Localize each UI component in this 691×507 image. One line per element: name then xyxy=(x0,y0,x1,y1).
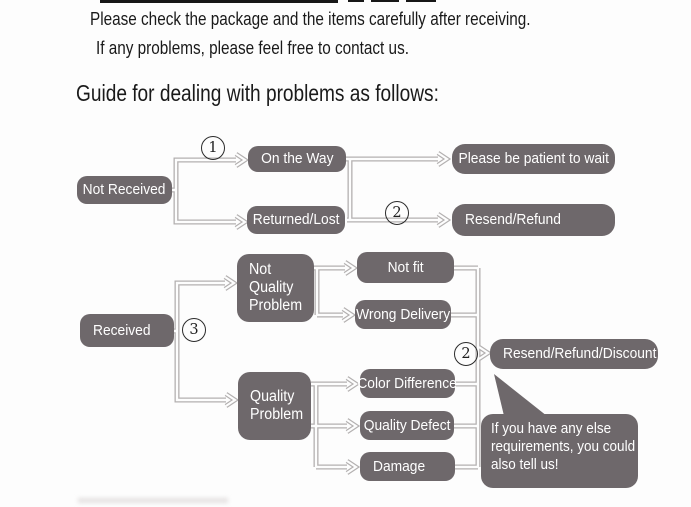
header-line-1: Please check the package and the items c… xyxy=(90,9,531,29)
node-label: Damage xyxy=(373,457,426,475)
node-label: Not xyxy=(249,260,272,278)
node-label: Please be patient to wait xyxy=(458,150,609,168)
cropped-text-artifact xyxy=(371,0,399,2)
section-title: Guide for dealing with problems as follo… xyxy=(76,80,439,106)
cropped-text-artifact xyxy=(78,498,228,503)
node-not-received: Not Received xyxy=(77,176,172,204)
cropped-text-artifact xyxy=(348,0,364,2)
node-label: Resend/Refund xyxy=(465,211,561,229)
node-label: Returned/Lost xyxy=(252,211,340,229)
step-number-3-badge: 3 xyxy=(182,318,206,342)
node-wrong-delivery: Wrong Delivery xyxy=(355,300,451,329)
node-returned-lost: Returned/Lost xyxy=(247,206,345,234)
arrowheads-inner xyxy=(224,152,490,474)
step-number-2-badge: 2 xyxy=(385,201,409,225)
node-label: Not Received xyxy=(83,181,166,199)
speech-bubble: If you have any else requirements, you c… xyxy=(481,414,638,488)
node-label: Received xyxy=(93,321,151,339)
node-label: Wrong Delivery xyxy=(355,305,451,323)
node-not-fit: Not fit xyxy=(357,252,454,283)
node-not-quality-problem: Not Quality Problem xyxy=(237,254,314,322)
cropped-text-artifact xyxy=(406,0,436,2)
node-received: Received xyxy=(80,314,174,347)
node-label: Quality Defect xyxy=(363,416,451,434)
speech-bubble-tail xyxy=(494,374,552,420)
node-label: Quality xyxy=(250,387,295,405)
node-on-the-way: On the Way xyxy=(248,146,346,172)
node-quality-problem: Quality Problem xyxy=(238,372,311,440)
node-label: Quality xyxy=(249,278,294,296)
step-number-1-badge: 1 xyxy=(201,136,225,160)
node-resend-refund: Resend/Refund xyxy=(452,204,615,236)
node-label: Resend/Refund/Discount xyxy=(503,345,657,363)
node-please-be-patient: Please be patient to wait xyxy=(452,144,615,174)
speech-bubble-line: also tell us! xyxy=(491,456,559,473)
cropped-text-artifact xyxy=(100,0,338,3)
node-label: Not fit xyxy=(387,258,424,276)
node-quality-defect: Quality Defect xyxy=(360,411,454,440)
node-damage: Damage xyxy=(360,452,455,481)
node-resend-refund-discount: Resend/Refund/Discount xyxy=(490,339,658,369)
header-line-2: If any problems, please feel free to con… xyxy=(96,38,409,58)
node-label: Problem xyxy=(249,297,303,315)
speech-bubble-line: requirements, you could xyxy=(491,438,636,455)
node-color-difference: Color Difference xyxy=(357,369,458,398)
node-label: On the Way xyxy=(260,150,334,168)
node-label: Color Difference xyxy=(357,374,458,392)
step-number-2-badge: 2 xyxy=(454,342,478,366)
node-label: Problem xyxy=(250,406,304,423)
speech-bubble-line: If you have any else xyxy=(491,420,612,437)
